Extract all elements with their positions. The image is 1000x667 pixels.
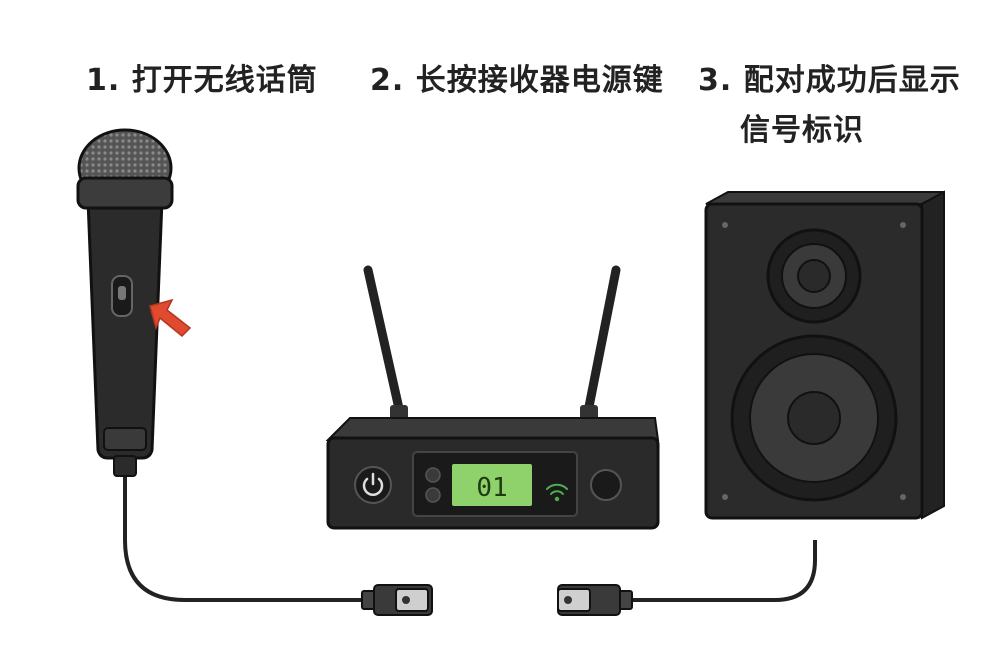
power-icon xyxy=(362,477,384,496)
receiver-button-down[interactable] xyxy=(425,487,441,503)
receiver-antennas xyxy=(363,265,621,427)
wireless-microphone xyxy=(76,128,174,477)
receiver-lcd-display xyxy=(450,462,534,508)
wireless-receiver: 01 xyxy=(325,417,660,530)
speaker xyxy=(704,190,945,520)
step-3-label-line2: 信号标识 xyxy=(740,113,864,148)
cable-connector-right xyxy=(557,584,633,616)
step-1-label: 1. 打开无线话筒 xyxy=(86,63,318,98)
step-2-label: 2. 长按接收器电源键 xyxy=(370,63,664,98)
pointer-arrow-icon xyxy=(149,298,192,338)
speaker-cable xyxy=(632,540,817,602)
microphone-cable xyxy=(123,470,365,602)
step-3-label-line1: 3. 配对成功后显示 xyxy=(698,63,961,98)
signal-icon xyxy=(546,483,568,502)
receiver-button-up[interactable] xyxy=(425,467,441,483)
receiver-volume-knob[interactable] xyxy=(590,469,622,501)
receiver-channel-readout: 01 xyxy=(476,473,507,503)
cable-connector-left xyxy=(361,584,433,616)
